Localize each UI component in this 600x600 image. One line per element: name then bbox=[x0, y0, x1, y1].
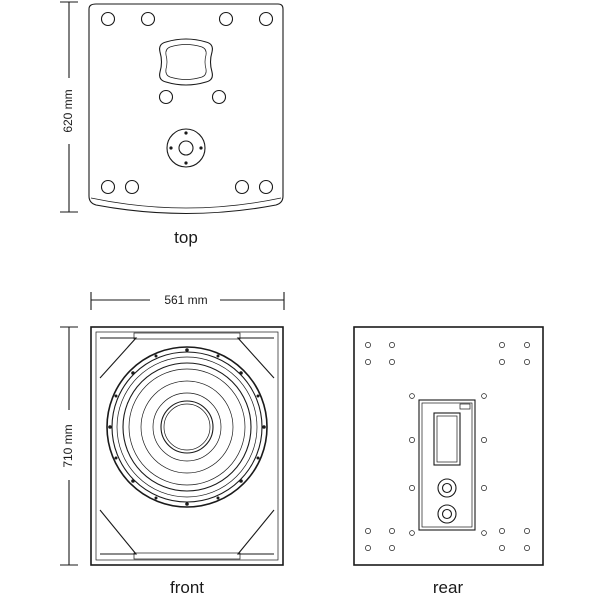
top-view: top bbox=[88, 3, 284, 247]
foot-top-left bbox=[100, 11, 116, 27]
foot-top-right bbox=[258, 11, 274, 27]
handle-recess-inner bbox=[165, 44, 207, 80]
corner-brace-top-right bbox=[236, 337, 275, 379]
rear-input-panel bbox=[418, 399, 476, 531]
corner-brace-top-left bbox=[99, 337, 138, 379]
corner-brace-bottom-right bbox=[236, 509, 275, 555]
rear-view: rear bbox=[353, 326, 544, 597]
rear-view-label: rear bbox=[433, 578, 464, 597]
front-top-bar bbox=[133, 332, 241, 340]
handle-recess bbox=[159, 38, 213, 86]
foot-bottom-right bbox=[258, 179, 274, 195]
height-value: 710 mm bbox=[61, 424, 75, 467]
width-dimension: 561 mm bbox=[90, 292, 285, 310]
height-dimension: 710 mm bbox=[60, 326, 78, 566]
foot-top-right-inner bbox=[218, 11, 234, 27]
rear-view-outline bbox=[353, 326, 544, 566]
depth-dimension: 620 mm bbox=[60, 1, 78, 213]
control-display bbox=[433, 412, 461, 466]
front-view-label: front bbox=[170, 578, 204, 597]
top-view-label: top bbox=[174, 228, 198, 247]
front-view-outline bbox=[90, 326, 284, 566]
rigging-point-right bbox=[211, 89, 227, 105]
foot-bottom-left bbox=[100, 179, 116, 195]
corner-brace-bottom-left bbox=[99, 509, 138, 555]
woofer-icon bbox=[106, 346, 268, 508]
output-connector-icon bbox=[437, 504, 457, 524]
depth-value: 620 mm bbox=[61, 89, 75, 132]
top-view-edge bbox=[90, 197, 282, 209]
foot-top-left-inner bbox=[140, 11, 156, 27]
rigging-point-left bbox=[158, 89, 174, 105]
width-value: 561 mm bbox=[164, 293, 207, 307]
top-view-outline bbox=[88, 3, 284, 215]
front-view-inner-frame bbox=[95, 331, 279, 561]
pole-mount-icon bbox=[166, 128, 206, 168]
foot-bottom-right-inner bbox=[234, 179, 250, 195]
front-view: front bbox=[90, 326, 284, 597]
foot-bottom-left-inner bbox=[124, 179, 140, 195]
input-connector-icon bbox=[437, 478, 457, 498]
rear-screws bbox=[365, 342, 530, 551]
front-bottom-bar bbox=[133, 552, 241, 560]
